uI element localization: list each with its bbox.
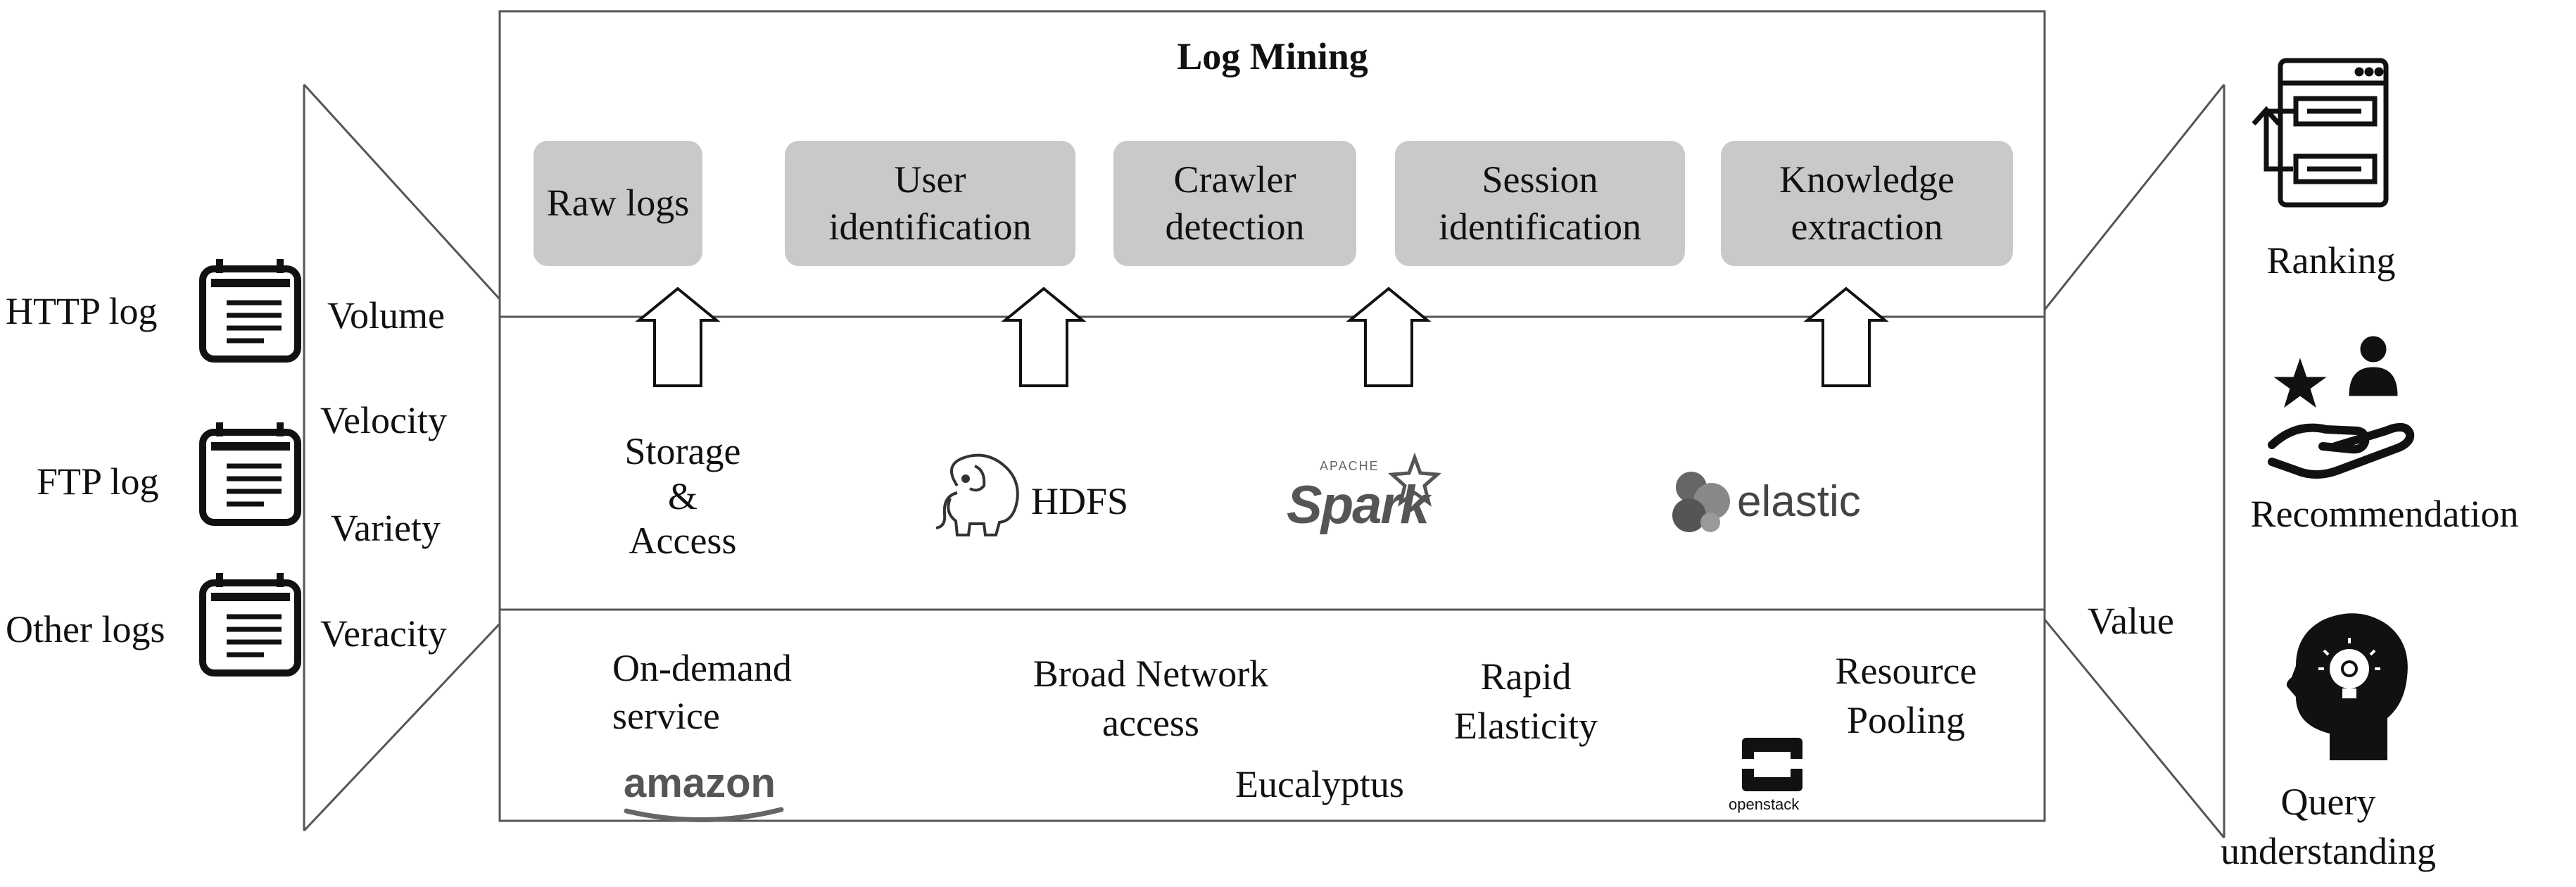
pipeline-step-user-identification: User identification	[785, 141, 1075, 266]
openstack-logo-icon	[1742, 738, 1802, 791]
arrow-up-icon	[1346, 287, 1432, 387]
storage-access-label: Storage & Access	[624, 430, 741, 562]
ranking-icon	[2252, 58, 2389, 208]
v-velocity: Velocity	[320, 399, 447, 441]
v-veracity: Veracity	[320, 612, 447, 655]
hadoop-elephant-icon	[935, 453, 1019, 536]
pipeline-step-session-identification: Session identification	[1395, 141, 1685, 266]
elastic-label: elastic	[1737, 477, 1861, 526]
hdfs-label: HDFS	[1031, 480, 1129, 522]
pipeline-step-knowledge-extraction: Knowledge extraction	[1721, 141, 2013, 266]
log-label-ftp: FTP log	[37, 460, 159, 503]
amazon-label: amazon	[624, 760, 776, 806]
output-query-understanding-label: Query understanding	[2221, 781, 2436, 873]
rapid-elasticity-label: Rapid Elasticity	[1454, 655, 1598, 748]
on-demand-service-label: On-demand service	[612, 647, 792, 737]
resource-pooling-label: Resource Pooling	[1835, 650, 1977, 742]
recommendation-icon	[2268, 336, 2415, 479]
v-variety: Variety	[331, 507, 441, 549]
query-head-icon	[2286, 613, 2408, 760]
spark-apache-label: APACHE	[1320, 459, 1379, 473]
broad-network-access-label: Broad Network access	[1033, 653, 1269, 745]
openstack-label: openstack	[1729, 795, 1800, 813]
pipeline-step-crawler-detection: Crawler detection	[1113, 141, 1356, 266]
log-icon	[199, 573, 301, 677]
spark-label: Spark	[1287, 475, 1429, 535]
output-recommendation-label: Recommendation	[2250, 493, 2519, 535]
pipeline-step-raw-logs: Raw logs	[533, 141, 702, 266]
output-ranking-label: Ranking	[2266, 239, 2396, 282]
eucalyptus-label: Eucalyptus	[1235, 763, 1404, 805]
log-icon	[199, 259, 301, 363]
arrow-up-icon	[1803, 287, 1889, 387]
spark-star-icon	[1387, 452, 1442, 507]
log-label-http: HTTP log	[6, 290, 158, 332]
v-volume: Volume	[327, 294, 446, 336]
log-label-other: Other logs	[6, 608, 165, 650]
arrow-up-icon	[1001, 287, 1087, 387]
log-icon	[199, 422, 301, 526]
elastic-logo-icon	[1672, 472, 1730, 532]
amazon-smile-icon	[624, 807, 784, 823]
arrow-up-icon	[635, 287, 721, 387]
diagram-title: Log Mining	[1177, 35, 1368, 77]
value-label: Value	[2088, 600, 2174, 642]
